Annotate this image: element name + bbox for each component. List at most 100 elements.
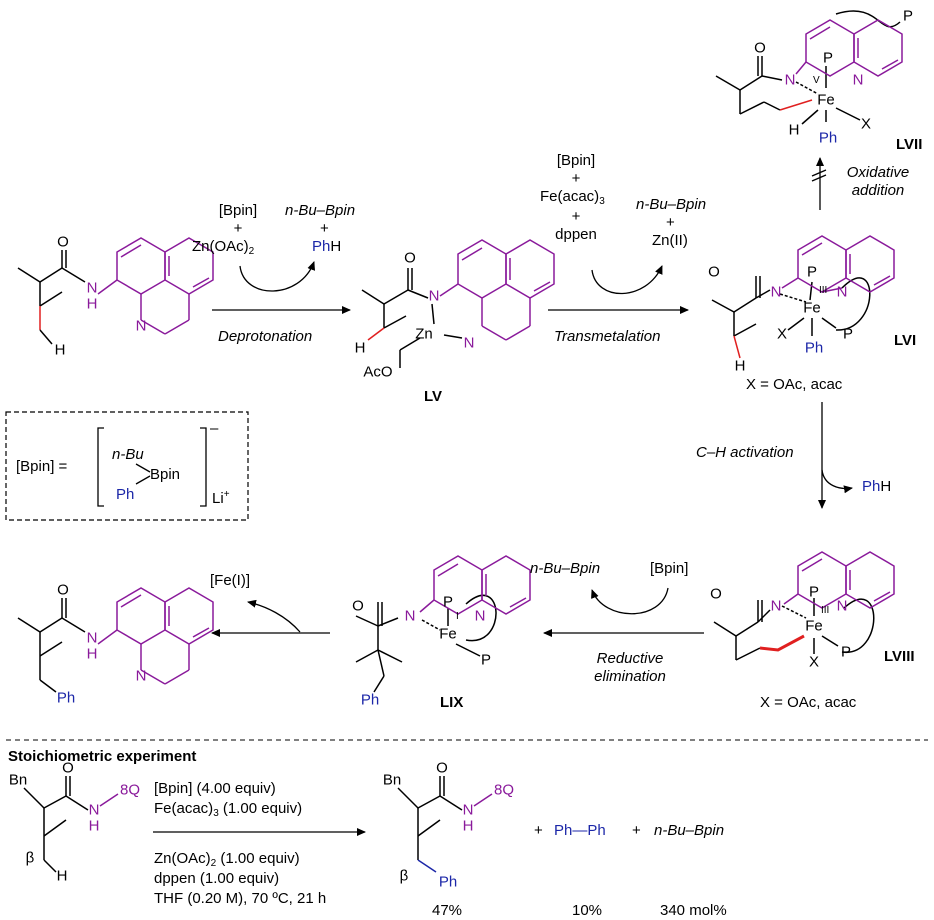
atom-X: X xyxy=(808,653,820,671)
yield-biphenyl: 10% xyxy=(572,902,603,919)
stoich-title: Stoichiometric experiment xyxy=(8,748,197,765)
step2-plus1: + xyxy=(571,170,581,187)
atom-Ph: Ph xyxy=(818,129,838,147)
step4-h: H xyxy=(880,478,892,495)
oxstate-LVIII: III xyxy=(821,605,830,616)
atom-H: H xyxy=(88,817,100,835)
step1-reagent-bpin: [Bpin] xyxy=(218,202,258,219)
cond-fe-equiv: (1.00 equiv) xyxy=(218,800,303,817)
atom-P2: P xyxy=(842,325,854,343)
cond-thf: THF (0.20 M), 70 ºC, 21 h xyxy=(154,890,327,907)
LV-structure xyxy=(361,268,435,368)
atom-N: N xyxy=(428,287,440,305)
atom-beta: β xyxy=(25,849,35,867)
step6-fe1: [Fe(I)] xyxy=(210,572,250,589)
step2-byproduct-plus: + xyxy=(666,214,675,231)
yield-product: 47% xyxy=(432,902,463,919)
atom-O: O xyxy=(352,597,364,615)
step-transmetalation: Transmetalation xyxy=(554,328,661,345)
stoich-nbubpin: n-Bu–Bpin xyxy=(654,822,725,839)
step2-fe: Fe(acac)3 xyxy=(540,188,605,210)
stoich-plus1: + xyxy=(534,822,543,839)
step-deprotonation: Deprotonation xyxy=(218,328,313,345)
atom-P2: P xyxy=(902,7,914,25)
step1-zn: Zn(OAc)2 xyxy=(192,238,254,260)
product-structure xyxy=(17,598,118,693)
cond-fe-text: Fe(acac) xyxy=(154,800,214,817)
label-LVI: LVI xyxy=(894,332,917,349)
substrate-quinoline xyxy=(116,237,214,335)
atom-N: N xyxy=(88,801,100,819)
x-note-top: X = OAc, acac xyxy=(746,376,843,393)
atom-P: P xyxy=(442,593,454,611)
atom-H-beta: H xyxy=(56,867,68,885)
atom-N-ring: N xyxy=(474,607,486,625)
atom-X: X xyxy=(860,115,872,133)
legend-li: Li+ xyxy=(212,486,230,507)
atom-Bn: Bn xyxy=(8,771,28,789)
cond-zn: Zn(OAc)2 (1.00 equiv) xyxy=(154,850,300,872)
atom-Fe: Fe xyxy=(803,299,821,317)
atom-P: P xyxy=(808,583,820,601)
step1-byproduct-plus: + xyxy=(320,220,329,237)
label-8Q: 8Q xyxy=(119,781,141,799)
atom-O: O xyxy=(436,759,448,777)
atom-O: O xyxy=(62,759,74,777)
atom-P2: P xyxy=(840,643,852,661)
step-reductive-2: elimination xyxy=(594,668,666,685)
atom-AcO: AcO xyxy=(363,363,393,381)
atom-H: H xyxy=(86,295,98,313)
atom-Zn: Zn xyxy=(415,325,433,343)
LVI-structure xyxy=(711,276,871,359)
reaction-arrows xyxy=(153,157,853,836)
stoich-plus2: + xyxy=(632,822,641,839)
oxstate-LVI: III xyxy=(819,285,828,296)
atom-P2: P xyxy=(480,651,492,669)
yield-nbubpin: 340 mol% xyxy=(660,902,727,919)
step4-ph: Ph xyxy=(862,478,881,495)
label-LVII: LVII xyxy=(896,136,923,153)
atom-Fe: Fe xyxy=(439,625,457,643)
atom-O: O xyxy=(710,585,722,603)
atom-O: O xyxy=(708,263,720,281)
label-LV: LV xyxy=(424,388,443,405)
label-LIX: LIX xyxy=(440,694,464,711)
atom-N-ring: N xyxy=(135,317,147,335)
stoich-product-structure xyxy=(397,776,493,873)
step5-nbu: n-Bu–Bpin xyxy=(530,560,601,577)
label-LVIII: LVIII xyxy=(884,648,915,665)
cond-fe: Fe(acac)3 (1.00 equiv) xyxy=(154,800,302,822)
label-8Q: 8Q xyxy=(493,781,515,799)
product-quinoline xyxy=(116,587,214,685)
atom-Fe: Fe xyxy=(817,91,835,109)
LVIII-quinoline xyxy=(783,551,895,609)
legend-bpin: Bpin xyxy=(150,466,181,483)
cond-bpin: [Bpin] (4.00 equiv) xyxy=(154,780,276,797)
atom-N: N xyxy=(462,801,474,819)
LVI-quinoline xyxy=(781,235,895,293)
atom-O: O xyxy=(57,581,69,599)
step1-zn-sub: 2 xyxy=(248,246,255,257)
atom-P: P xyxy=(806,263,818,281)
atom-N: N xyxy=(86,279,98,297)
LIX-quinoline xyxy=(419,555,531,615)
atom-N: N xyxy=(784,71,796,89)
atom-O: O xyxy=(404,249,416,267)
step2-dppen: dppen xyxy=(555,226,597,243)
legend-nbu: n-Bu xyxy=(112,446,144,463)
step1-byproduct-nbu: n-Bu–Bpin xyxy=(285,202,356,219)
atom-X: X xyxy=(776,325,788,343)
step2-fe-sub: 3 xyxy=(599,196,605,207)
step2-byproduct-nbu: n-Bu–Bpin xyxy=(636,196,707,213)
LIX-structure xyxy=(355,594,497,693)
LVII-quinoline xyxy=(795,19,903,77)
step-oxidative-1: Oxidative xyxy=(846,164,910,181)
oxstate-LVII: V xyxy=(813,75,820,86)
step2-fe-text: Fe(acac) xyxy=(540,188,600,205)
atom-N: N xyxy=(86,629,98,647)
step1-byproduct-phh: PhH xyxy=(312,238,341,255)
legend-li-plus: + xyxy=(223,489,230,500)
stoich-sm-structure xyxy=(23,776,119,873)
atom-N: N xyxy=(404,607,416,625)
